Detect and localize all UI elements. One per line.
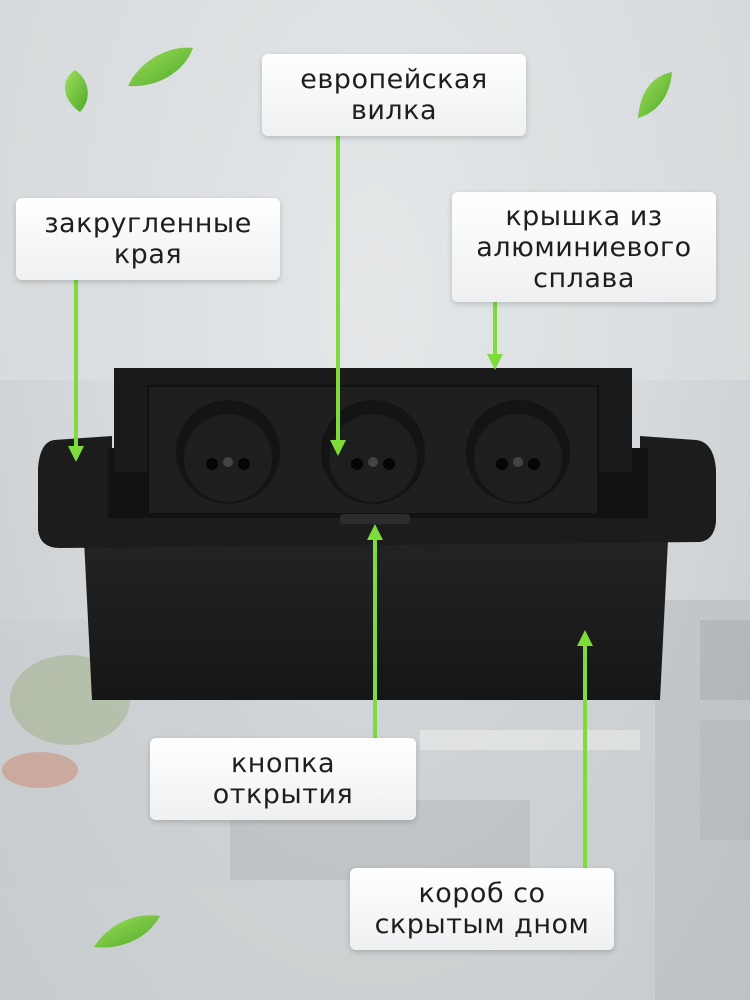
callout-edges-line2: края bbox=[113, 239, 183, 270]
callout-edges-line1: закругленные bbox=[44, 208, 252, 239]
callout-plug-line2: вилка bbox=[350, 95, 438, 126]
callout-button: кнопка открытия bbox=[150, 738, 416, 820]
callout-box: короб со скрытым дном bbox=[350, 868, 614, 950]
socket-icon bbox=[466, 400, 570, 504]
callout-plug-line1: европейская bbox=[300, 64, 488, 95]
callout-box-line2: скрытым дном bbox=[374, 909, 590, 940]
callout-plug: европейская вилка bbox=[262, 54, 526, 136]
socket-icon bbox=[176, 400, 280, 504]
callout-box-line1: короб со bbox=[418, 878, 546, 909]
socket-icon bbox=[321, 400, 425, 504]
callout-lid-line1: крышка из bbox=[505, 200, 663, 232]
callout-lid: крышка из алюминиевого сплава bbox=[452, 192, 716, 302]
callout-lid-line3: сплава bbox=[533, 262, 635, 294]
callout-button-line1: кнопка bbox=[231, 748, 335, 779]
callout-edges: закругленные края bbox=[16, 198, 280, 280]
callout-button-line2: открытия bbox=[212, 779, 354, 810]
leaf-icon bbox=[64, 70, 88, 112]
leaf-icon bbox=[94, 915, 160, 948]
leaf-icon bbox=[638, 72, 672, 118]
callout-lid-line2: алюминиевого bbox=[476, 231, 692, 263]
leaf-icon bbox=[128, 47, 193, 87]
